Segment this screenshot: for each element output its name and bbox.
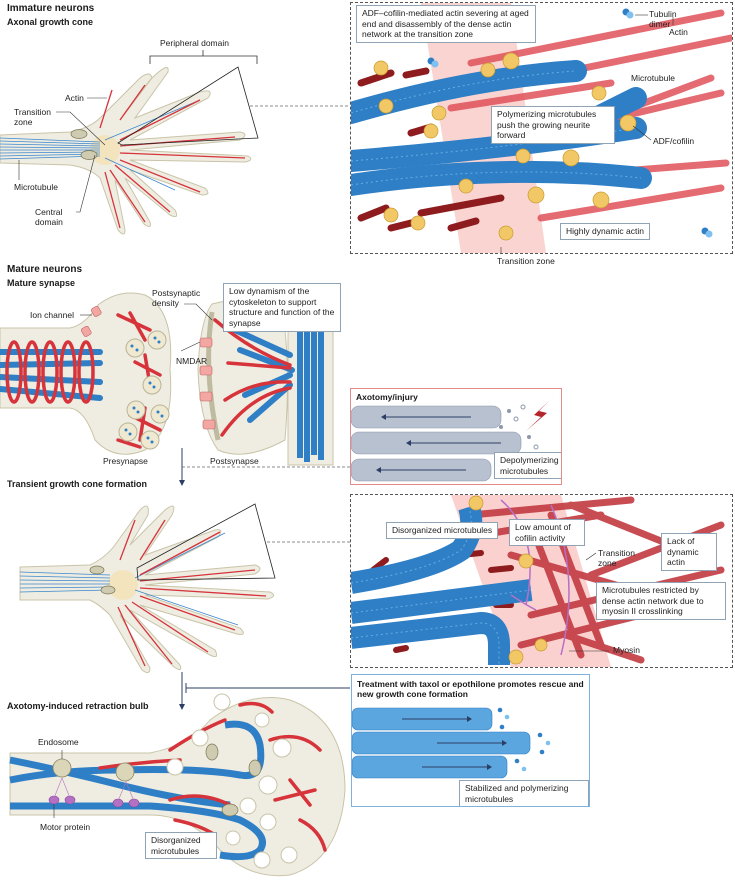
nmdar-label: NMDAR [176, 356, 208, 366]
immature-zoom-panel: ADF–cofilin-mediated actin severing at a… [350, 2, 733, 254]
peripheral-bracket [149, 50, 258, 64]
axonal-growth-cone-subtitle: Axonal growth cone [7, 17, 94, 27]
presynapse-label: Presynapse [103, 456, 148, 466]
callout-disorganized-retraction: Disorganized microtubules [145, 832, 217, 860]
axotomy-panel-title: Axotomy/injury [356, 392, 418, 402]
stabilized-microtubules-illustration [352, 707, 551, 779]
neurotransmitters [124, 336, 164, 444]
transient-cofilin [468, 495, 548, 665]
endosome-label: Endosome [38, 737, 79, 747]
transition-zone-label: Transition zone [14, 107, 52, 128]
growth-cone-shape [0, 67, 252, 235]
callout-highly-dynamic-actin: Highly dynamic actin [560, 223, 650, 240]
transient-actin-bundles [117, 519, 267, 667]
transient-growth-cone-subtitle: Transient growth cone formation [7, 479, 148, 489]
mature-neurons-title: Mature neurons [7, 264, 83, 275]
actin-rings [5, 340, 95, 404]
panel-leaders [500, 14, 674, 253]
callout-lack-dynamic-actin: Lack of dynamic actin [661, 533, 717, 571]
retraction-mitochondria [205, 743, 262, 817]
transition-zone-label-transient: Transition zone [598, 548, 636, 569]
depolymerizing-microtubules-illustration [351, 394, 556, 482]
axotomy-injury-panel: Axotomy/injury Depolymerizing microtubul… [350, 388, 562, 485]
motor-proteins [48, 777, 140, 808]
tubulin-dimer-label: Tubulin dimer [649, 9, 677, 30]
callout-adf-cofilin-severing: ADF–cofilin-mediated actin severing at a… [356, 5, 536, 43]
vesicles [166, 693, 298, 869]
postsynaptic-density-label: Postsynaptic density [152, 288, 201, 309]
motor-protein-label: Motor protein [40, 822, 91, 832]
shrink-arrows [381, 416, 501, 471]
microtubule-label: Microtubule [14, 182, 58, 192]
treatment-panel: Treatment with taxol or epothilone promo… [351, 674, 590, 807]
callout-depolymerizing: Depolymerizing microtubules [494, 452, 561, 480]
microtubule-label: Microtubule [631, 73, 675, 83]
transient-zoom-panel: Disorganized microtubules Low amount of … [350, 494, 733, 668]
tubulin-dimers [427, 8, 713, 238]
myosin-label: Myosin [613, 645, 640, 655]
nmdar-receptors [199, 337, 216, 430]
callout-low-cofilin: Low amount of cofilin activity [509, 519, 585, 547]
presynaptic-actin [116, 311, 162, 449]
retraction-microtubules [9, 720, 266, 861]
treatment-panel-title: Treatment with taxol or epothilone promo… [357, 679, 584, 700]
callout-stabilized-polymerizing: Stabilized and polymerizing microtubules [459, 780, 589, 806]
mature-synapse-subtitle: Mature synapse [7, 278, 76, 288]
growth-arrow-heads [467, 716, 507, 770]
dendrite-microtubules [297, 312, 324, 462]
tubulin-addition [497, 707, 551, 772]
growth-arrows [402, 718, 502, 768]
cofilin-proteins [373, 52, 637, 241]
callout-myosin-crosslinking: Microtubules restricted by dense actin n… [596, 582, 726, 620]
transition-zone-label-panel: Transition zone [497, 256, 555, 266]
arrow-head-1 [179, 480, 185, 486]
zoom-region-box [117, 66, 259, 146]
transient-microtubule-lines [19, 532, 239, 626]
inhibition-line [185, 683, 350, 693]
central-domain-label: Central domain [35, 207, 63, 228]
callout-disorganized-microtubules: Disorganized microtubules [386, 522, 499, 539]
postsynaptic-actin [213, 318, 292, 437]
adf-cofilin-label: ADF/cofilin [653, 136, 695, 146]
callout-polymerizing-microtubules: Polymerizing microtubules push the growi… [491, 106, 615, 144]
ion-channel-label: Ion channel [30, 310, 74, 320]
arrow-heads [376, 414, 411, 473]
callout-low-dynamism: Low dynamism of the cytoskeleton to supp… [223, 283, 341, 332]
retraction-leaders [53, 750, 63, 818]
actin-label: Actin [65, 93, 84, 103]
transient-zoom-box [136, 503, 276, 581]
synapse-leaders [80, 303, 213, 352]
immature-zoom-illustration [351, 3, 732, 253]
mitochondria [70, 129, 98, 160]
synaptic-vesicles [118, 330, 170, 450]
peripheral-domain-label: Peripheral domain [160, 38, 229, 48]
postsynapse-label: Postsynapse [210, 456, 259, 466]
retraction-bulb-subtitle: Axotomy-induced retraction bulb [7, 701, 149, 711]
immature-neurons-title: Immature neurons [7, 3, 95, 14]
label-leaders [18, 97, 107, 213]
actin-label: Actin [669, 27, 688, 37]
ion-channels [80, 305, 102, 337]
transient-leaders [569, 552, 609, 652]
arrow-head-2 [179, 704, 185, 710]
transient-mitochondria [89, 565, 116, 595]
lightning-bolt-icon [526, 394, 556, 431]
